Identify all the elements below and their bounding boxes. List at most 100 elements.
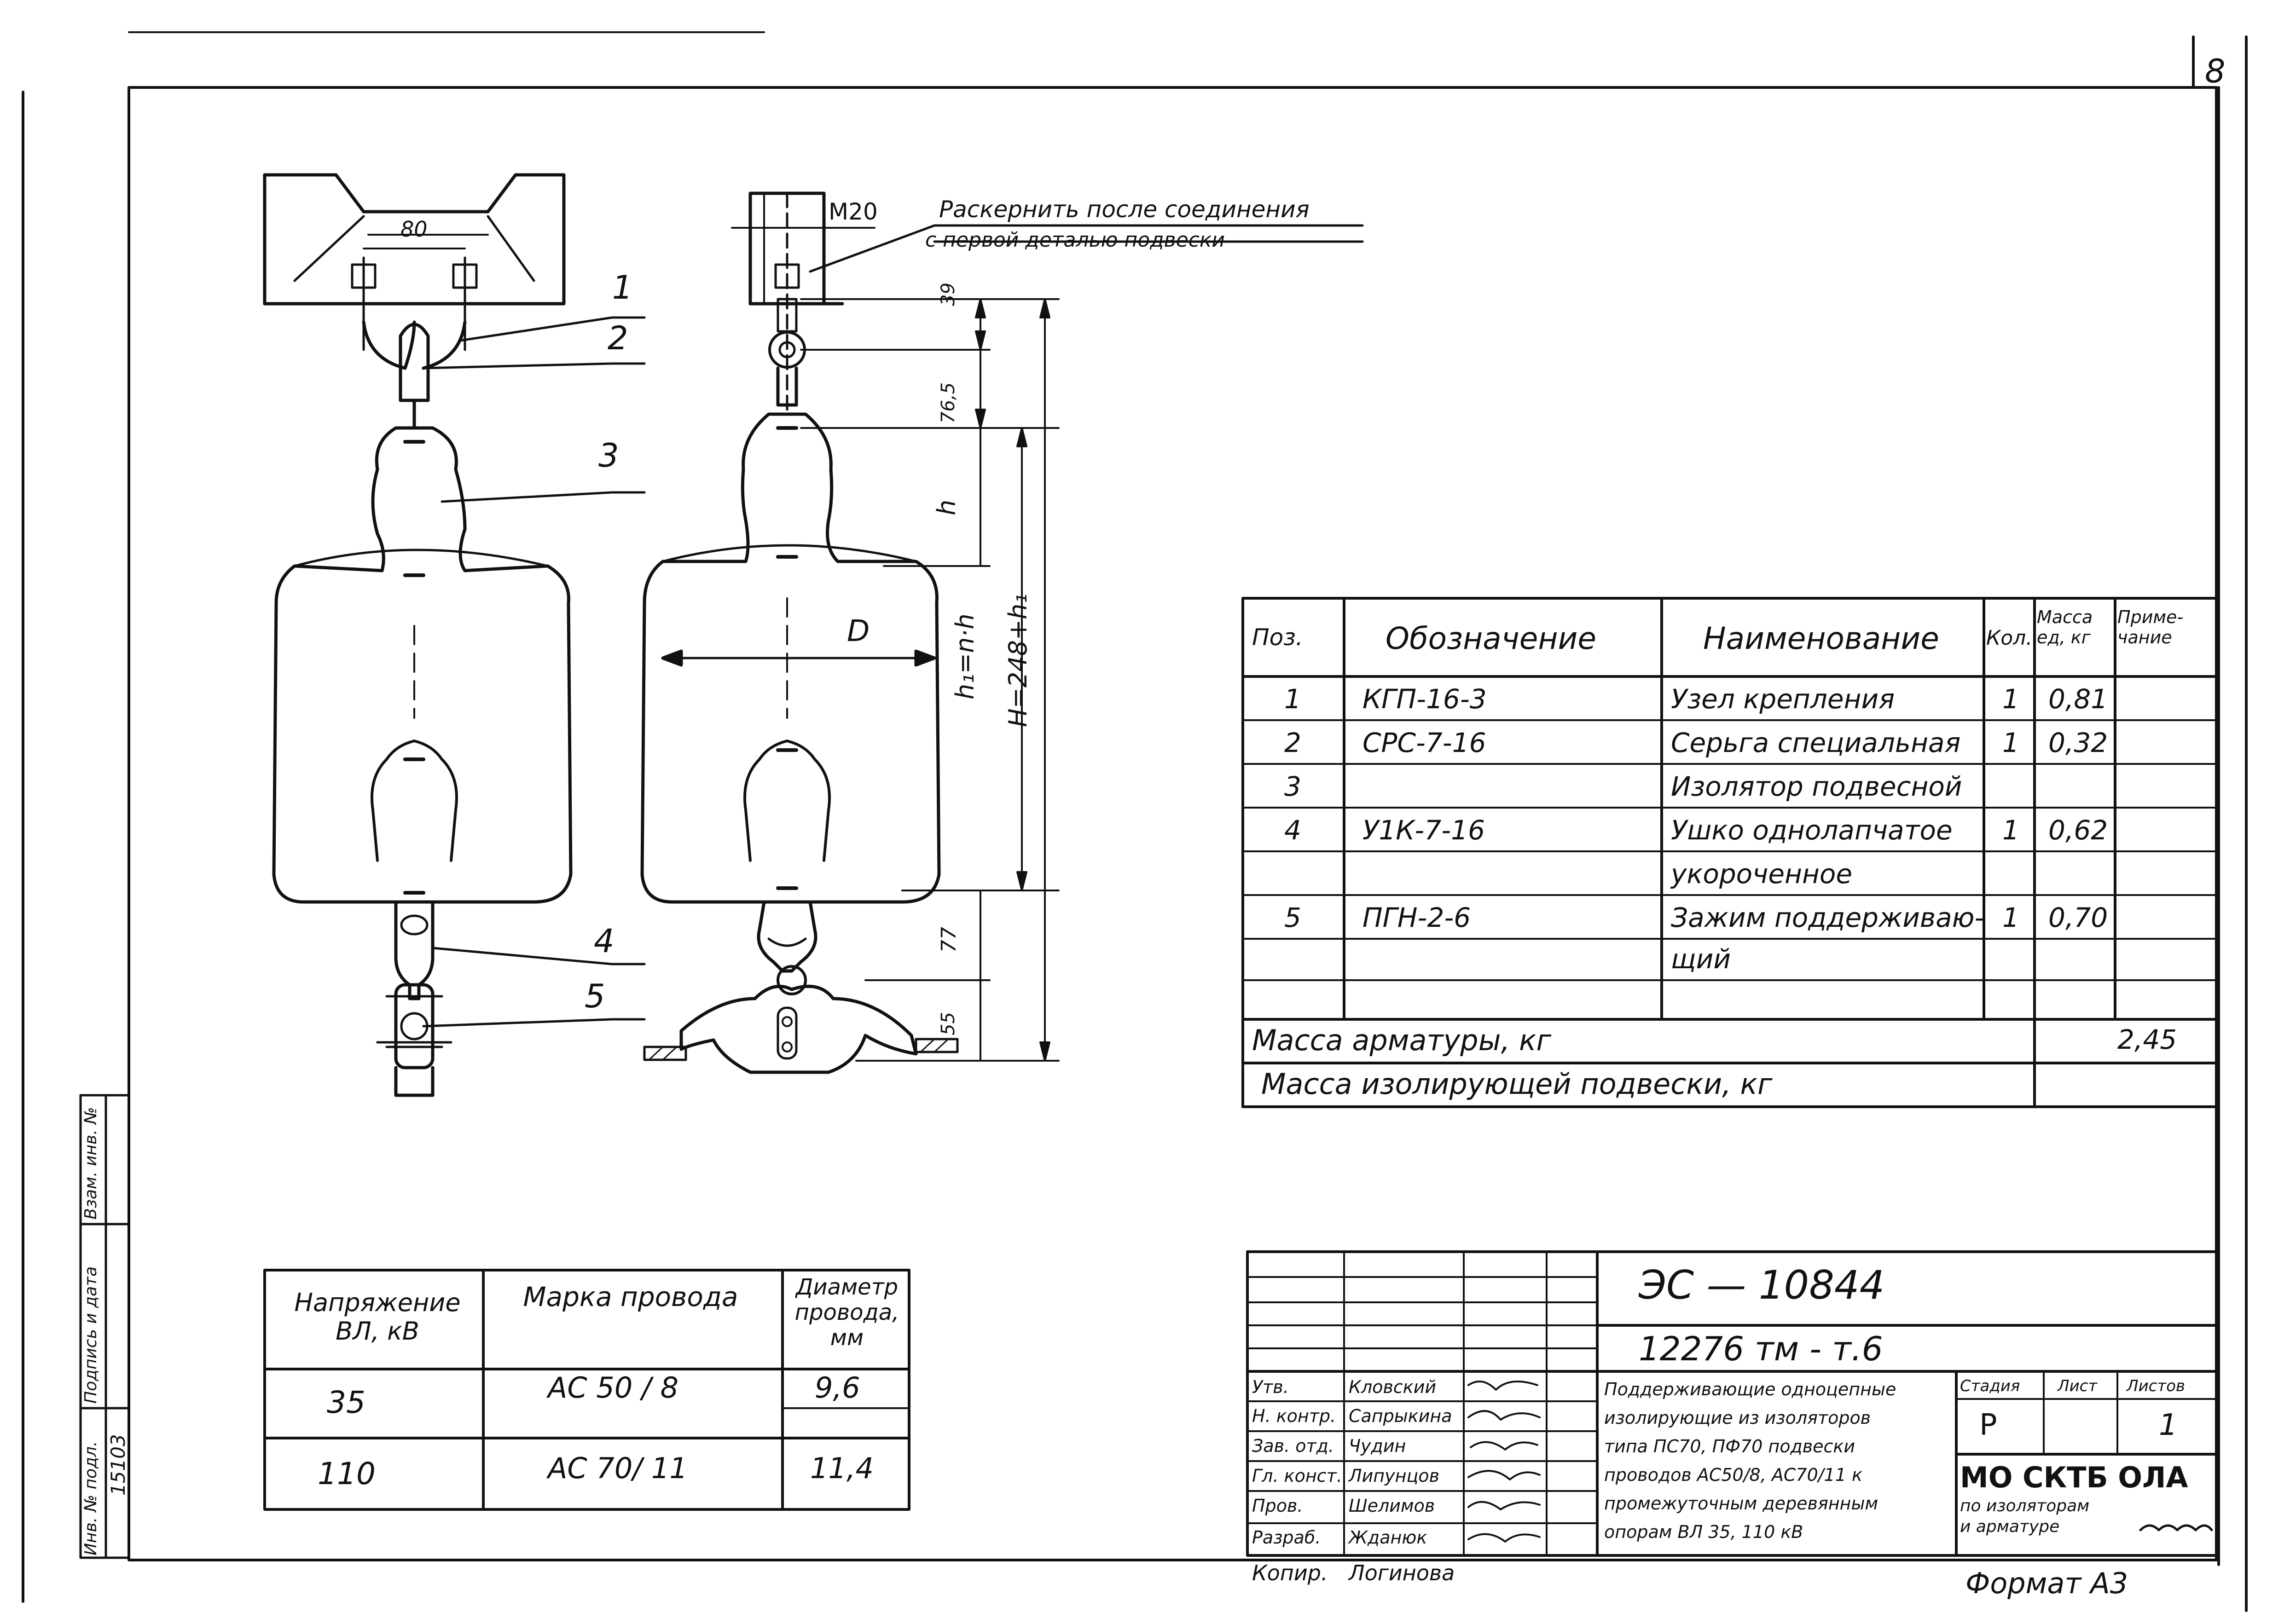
- dim-77: 77: [937, 927, 961, 953]
- spec-header-mass: Масса ед, кг: [2037, 607, 2093, 647]
- spec-row-mass: 0,70: [2048, 902, 2108, 933]
- stamp-inv-label: Инв. № подл.: [81, 1441, 100, 1555]
- mass-suspension-label: Масса изолирующей подвески, кг: [1261, 1067, 1773, 1101]
- title-code-2: 12276 тм - т.6: [1639, 1329, 1883, 1368]
- role-name: Чудин: [1349, 1436, 1406, 1456]
- dim-h1: h₁=n·h: [951, 613, 980, 699]
- stamp-sign-label: Подпись и дата: [81, 1266, 100, 1404]
- title-block-grid: [1246, 1250, 2218, 1557]
- stamp-inv-number: 15103: [107, 1434, 129, 1496]
- spec-row-pos: 4: [1284, 815, 1301, 846]
- dim-H: H=248+h₁: [1003, 593, 1032, 727]
- note-line-2: с первой деталью подвески: [925, 228, 1225, 252]
- voltage-header-voltage: Напряжение ВЛ, кВ: [294, 1288, 461, 1346]
- dim-D: D: [847, 614, 870, 648]
- role-name: Жданюк: [1349, 1527, 1427, 1548]
- org-logo-wave: [2139, 1524, 2213, 1532]
- spec-row-pos: 5: [1284, 902, 1301, 933]
- voltage-header-wire: Марка провода: [523, 1281, 738, 1312]
- spec-row-qty: 1: [2002, 727, 2019, 758]
- role-label: Зав. отд.: [1252, 1436, 1334, 1456]
- description-line: опорам ВЛ 35, 110 кВ: [1604, 1522, 1803, 1542]
- voltage-header-diameter: Диаметр провода, мм: [794, 1274, 899, 1351]
- copied-name: Логинова: [1349, 1560, 1455, 1585]
- role-label: Гл. конст.: [1252, 1466, 1342, 1486]
- spec-row-mass: 0,81: [2048, 683, 2108, 715]
- voltage-row-wire: АС 70/ 11: [548, 1451, 688, 1485]
- mass-armature-value: 2,45: [2117, 1024, 2177, 1055]
- spec-row-name: Серьга специальная: [1671, 727, 1961, 758]
- description-line: промежуточным деревянным: [1604, 1493, 1878, 1514]
- spec-row-name: укороченное: [1671, 858, 1853, 890]
- dim-bolt-spacing: 80: [400, 217, 428, 242]
- spec-row-pos: 3: [1284, 771, 1301, 802]
- description-line: типа ПС70, ПФ70 подвески: [1604, 1436, 1855, 1456]
- note-line-1: Раскернить после соединения: [939, 196, 1310, 223]
- dim-55: 55: [938, 1012, 959, 1035]
- spec-row-name: Узел крепления: [1671, 683, 1895, 715]
- spec-row-designation: У1К-7-16: [1362, 815, 1485, 846]
- spec-row-qty: 1: [2002, 683, 2019, 715]
- spec-row-qty: 1: [2002, 815, 2019, 846]
- spec-header-designation: Обозначение: [1386, 621, 1596, 656]
- side-stamp-grid: [79, 1094, 130, 1559]
- spec-row-mass: 0,62: [2048, 815, 2108, 846]
- note-leader: [809, 224, 1364, 273]
- role-name: Шелимов: [1349, 1496, 1435, 1516]
- org-name: МО СКТБ ОЛА: [1960, 1461, 2188, 1494]
- title-code-1: ЭС — 10844: [1639, 1262, 1885, 1308]
- voltage-row-wire: АС 50 / 8: [548, 1371, 679, 1404]
- spec-row-designation: СРС-7-16: [1362, 727, 1486, 758]
- callout-3: 3: [598, 437, 619, 474]
- voltage-row-diameter: 9,6: [815, 1371, 860, 1404]
- stamp-replace-label: Взам. инв. №: [81, 1107, 100, 1219]
- voltage-row-diameter: 11,4: [810, 1451, 874, 1485]
- spec-header-note: Приме-чание: [2117, 607, 2184, 647]
- spec-header-qty: Кол.: [1986, 626, 2033, 650]
- sheets-label: Листов: [2127, 1377, 2186, 1395]
- spec-row-name: Ушко однолапчатое: [1671, 815, 1953, 846]
- role-label: Разраб.: [1252, 1527, 1321, 1548]
- voltage-row-voltage: 35: [327, 1385, 365, 1420]
- dim-39: 39: [938, 283, 959, 306]
- org-line-2: по изоляторам: [1960, 1497, 2090, 1515]
- copied-label: Копир.: [1252, 1560, 1328, 1585]
- spec-header-name: Наименование: [1703, 621, 1939, 656]
- handwritten-signatures: [1467, 1381, 1541, 1543]
- format-label: Формат А3: [1965, 1566, 2128, 1600]
- org-line-3: и арматуре: [1960, 1517, 2060, 1536]
- callout-1: 1: [612, 269, 633, 306]
- spec-header-pos: Поз.: [1252, 624, 1303, 651]
- spec-row-qty: 1: [2002, 902, 2019, 933]
- callout-leaders: [422, 316, 646, 1028]
- bolt-label: М20: [829, 198, 878, 225]
- assembly-side-view: [640, 191, 959, 1074]
- description-line: проводов АС50/8, АС70/11 к: [1604, 1465, 1862, 1485]
- callout-5: 5: [585, 977, 605, 1015]
- role-label: Пров.: [1252, 1496, 1303, 1516]
- role-label: Утв.: [1252, 1377, 1289, 1397]
- sheet-label: Лист: [2058, 1377, 2098, 1395]
- assembly-front-view: [263, 173, 573, 1097]
- voltage-table-grid: [263, 1269, 910, 1511]
- callout-4: 4: [594, 922, 615, 960]
- callout-2: 2: [608, 319, 628, 357]
- sheet-number: 8: [2205, 52, 2226, 90]
- description-line: Поддерживающие одноцепные: [1604, 1379, 1896, 1399]
- mass-armature-label: Масса арматуры, кг: [1252, 1023, 1552, 1057]
- stage-value: Р: [1979, 1408, 1997, 1442]
- role-name: Липунцов: [1349, 1466, 1439, 1486]
- spec-row-designation: КГП-16-3: [1362, 683, 1487, 715]
- role-name: Кловский: [1349, 1377, 1437, 1397]
- spec-row-designation: ПГН-2-6: [1362, 902, 1471, 933]
- spec-row-name: щий: [1671, 943, 1731, 975]
- sheets-value: 1: [2159, 1408, 2178, 1442]
- role-label: Н. контр.: [1252, 1406, 1336, 1426]
- role-name: Сапрыкина: [1349, 1406, 1452, 1426]
- description-line: изолирующие из изоляторов: [1604, 1408, 1871, 1428]
- spec-row-pos: 2: [1284, 727, 1301, 758]
- spec-row-mass: 0,32: [2048, 727, 2108, 758]
- spec-row-name: Изолятор подвесной: [1671, 771, 1962, 802]
